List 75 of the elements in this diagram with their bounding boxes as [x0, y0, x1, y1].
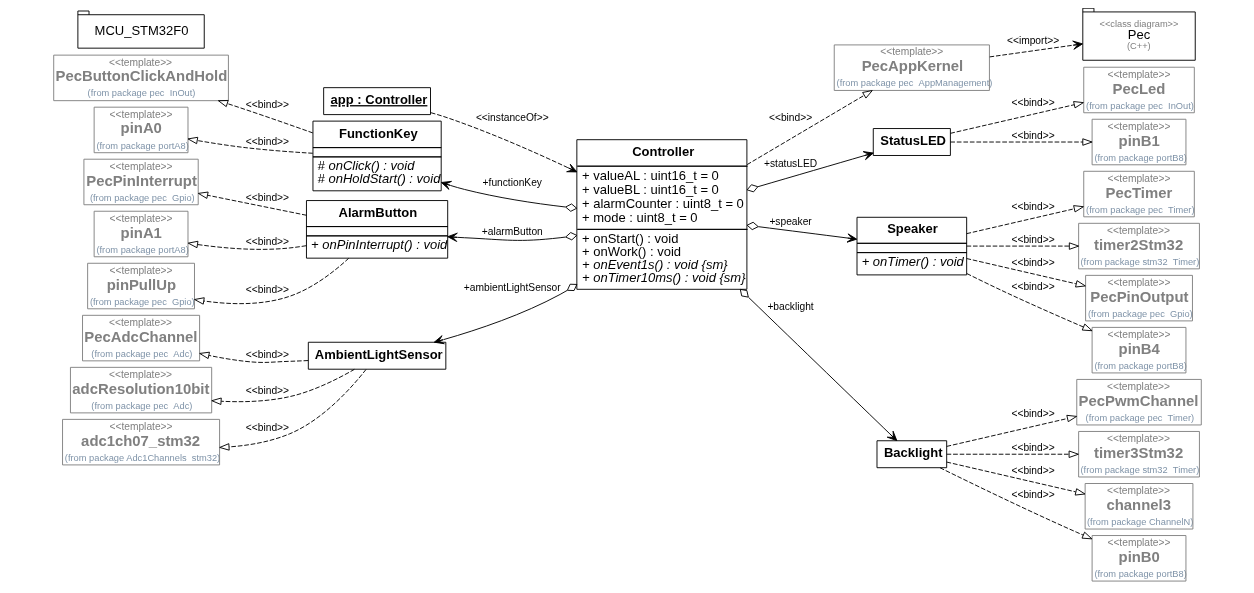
edge-label: +backlight [766, 301, 814, 313]
arrow [949, 101, 1084, 134]
arrow [187, 240, 307, 250]
edge-label: <<import>> [1006, 35, 1059, 47]
edge-label: <<bind>> [1011, 280, 1055, 292]
edge-label: <<bind>> [245, 421, 289, 433]
edge-label: <<bind>> [245, 135, 289, 147]
node-box: <<template>> pinA1 (from package portA8) [93, 210, 188, 258]
arrow [939, 467, 1092, 540]
arrow [945, 461, 1085, 496]
node-box: app : Controller [322, 87, 431, 116]
arrow [746, 90, 873, 166]
edge-label: <<bind>> [1011, 200, 1055, 212]
node-box: <<template>> PecButtonClickAndHold (from package pec InOut) [52, 54, 229, 102]
arrow [446, 232, 577, 242]
arrow [197, 191, 307, 216]
edge-label: <<bind>> [768, 112, 812, 124]
node-box: <<template>> timer2Stm32 (from package stm32 Timer) [1077, 222, 1200, 270]
edge-label: +functionKey [482, 177, 542, 189]
node-box: AmbientLightSensor [307, 341, 446, 370]
arrow [198, 351, 309, 363]
arrow [949, 138, 1093, 146]
node-box: <<template>> adcResolution10bit (from package pec Adc) [69, 366, 212, 414]
node-box: <<template>> PecLed (from package pec InOut) [1082, 66, 1195, 114]
arrow [440, 180, 577, 212]
arrow [746, 221, 857, 243]
edge-label: <<bind>> [245, 235, 289, 247]
edge-label: <<bind>> [1011, 130, 1055, 142]
arrow [965, 205, 1084, 235]
arrow [965, 273, 1092, 332]
edge-label: <<bind>> [1011, 464, 1055, 476]
edge-label: <<bind>> [245, 99, 289, 111]
node-box: <<template>> timer3Stm32 (from package stm32 Timer) [1077, 431, 1200, 478]
node-box: <<template>> PecAdcChannel (from package pec Adc) [81, 314, 200, 362]
node-box: Backlight [876, 440, 947, 469]
node-box: <<template>> PecPinInterrupt (from package pec Gpio) [82, 158, 199, 206]
edge-label: +speaker [768, 215, 812, 227]
edge-label: <<bind>> [1011, 234, 1055, 246]
node-box: <<template>> pinB0 (from package portB8) [1091, 535, 1186, 582]
arrow [746, 151, 874, 193]
node-box: <<template>> pinB1 (from package portB8) [1091, 118, 1186, 166]
arrow [193, 257, 349, 305]
node-box: StatusLED [872, 128, 951, 156]
edge-label: <<bind>> [245, 349, 289, 361]
node-box: <<template>> PecPwmChannel (from package pec Timer) [1075, 378, 1202, 426]
edge-label: <<bind>> [245, 384, 289, 396]
edge-label: <<bind>> [1011, 96, 1055, 108]
node-box: <<template>> pinB4 (from package portB8) [1091, 326, 1186, 374]
arrow [187, 136, 313, 154]
node-box: <<template>> PecTimer (from package pec Timer) [1082, 170, 1195, 218]
node-box: <<template>> channel3 (from package ChannelN) [1084, 483, 1193, 530]
arrow [210, 368, 355, 405]
edge-label: <<bind>> [1011, 488, 1055, 500]
edge-label: <<instanceOf>> [475, 112, 549, 124]
arrow [965, 242, 1079, 250]
arrow [965, 258, 1086, 288]
node-box: <<template>> pinPullUp (from package pec Gpio) [86, 262, 195, 310]
node-box: <<template>> PecPinOutput (from package pec Gpio) [1084, 274, 1193, 322]
arrow [739, 288, 897, 442]
arrow [433, 283, 577, 345]
edge-label: +statusLED [763, 157, 817, 169]
edge-label: <<bind>> [1011, 442, 1055, 454]
arrow [945, 450, 1079, 458]
edge-label: <<bind>> [245, 192, 289, 204]
edge-label: +ambientLightSensor [463, 282, 561, 294]
arrow [945, 414, 1077, 447]
edge-label: <<bind>> [1011, 407, 1055, 419]
edge-label: <<bind>> [1011, 257, 1055, 269]
edge-label: <<bind>> [245, 284, 289, 296]
arrow [429, 112, 577, 173]
arrow [218, 369, 366, 451]
edge-label: +alarmButton [481, 225, 543, 237]
arrow [988, 40, 1083, 58]
node-box: <<template>> pinA0 (from package portA8) [93, 106, 188, 154]
arrow [217, 100, 313, 134]
